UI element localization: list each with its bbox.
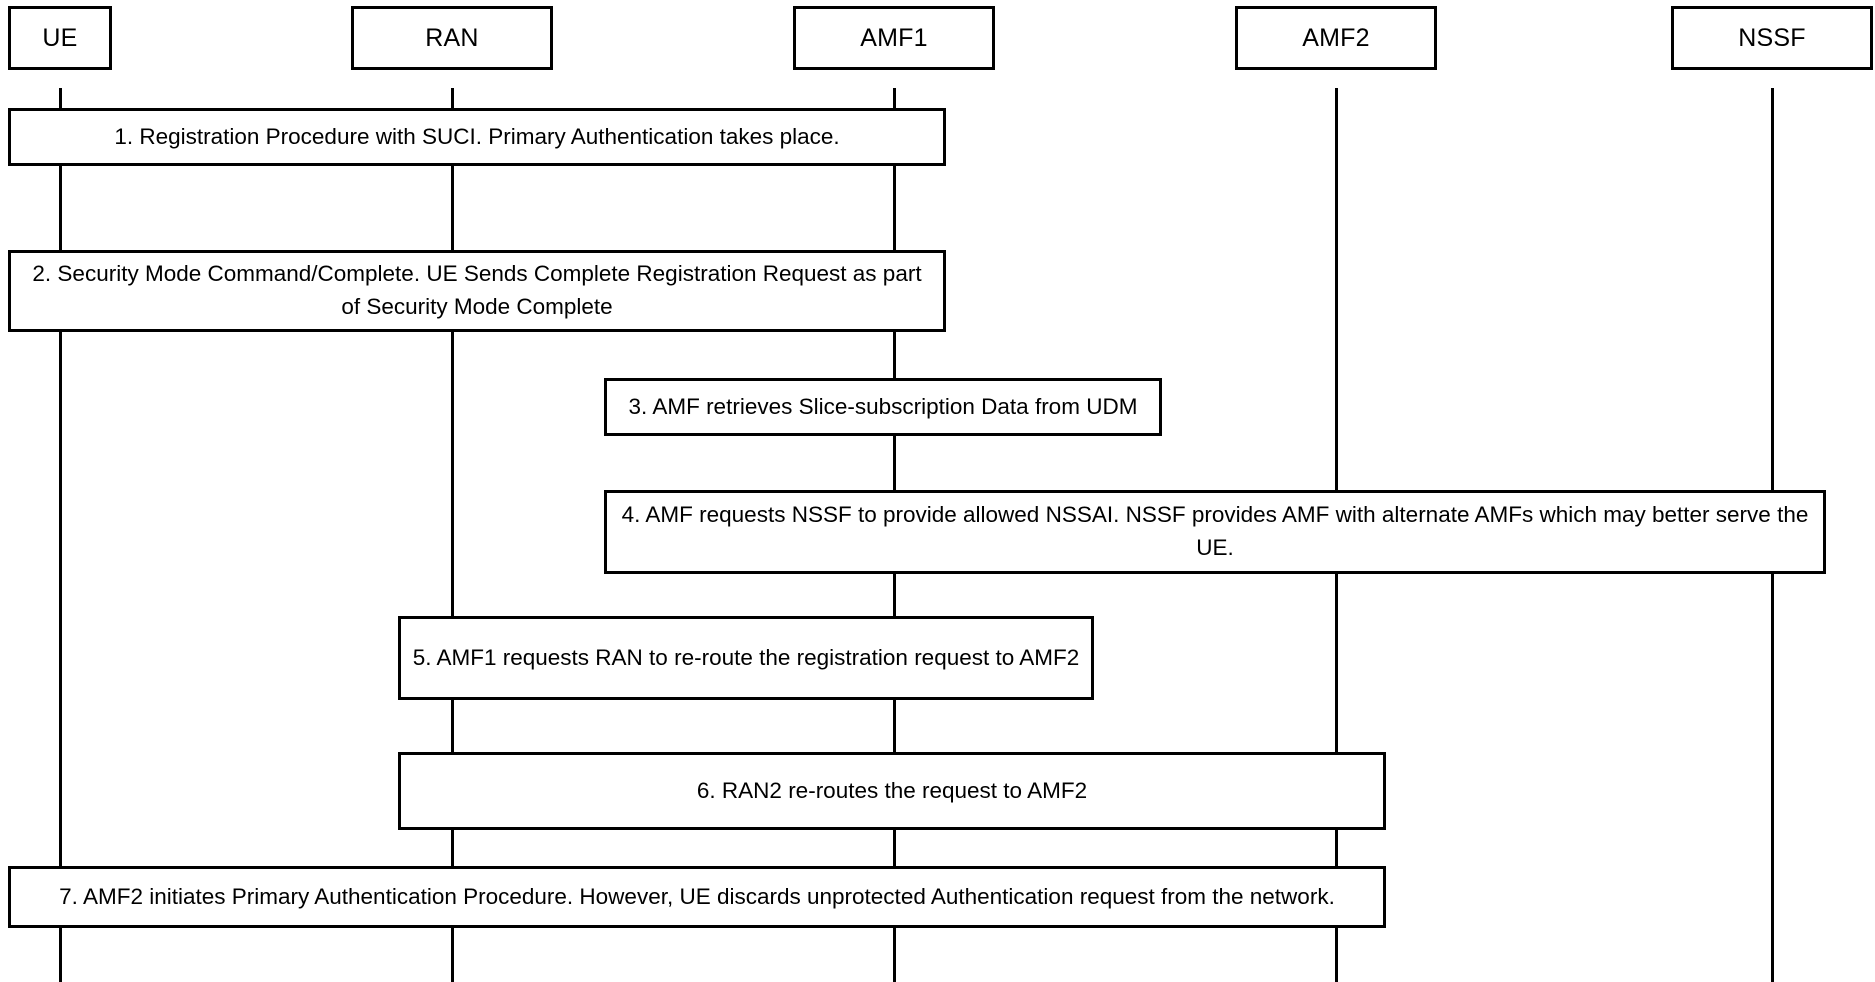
step-box-7[interactable]: 7. AMF2 initiates Primary Authentication… xyxy=(8,866,1386,928)
actor-label-ue: UE xyxy=(42,23,78,52)
step-text-5: 5. AMF1 requests RAN to re-route the reg… xyxy=(412,644,1080,670)
step-box-5[interactable]: 5. AMF1 requests RAN to re-route the reg… xyxy=(398,616,1094,700)
actor-label-amf2: AMF2 xyxy=(1302,23,1370,52)
step-box-3[interactable]: 3. AMF retrieves Slice-subscription Data… xyxy=(604,378,1162,436)
actor-label-nssf: NSSF xyxy=(1738,23,1806,52)
step-text-3: 3. AMF retrieves Slice-subscription Data… xyxy=(628,393,1138,419)
step-text-6: 6. RAN2 re-routes the request to AMF2 xyxy=(696,777,1088,803)
actor-box-amf2[interactable]: AMF2 xyxy=(1235,6,1437,70)
step-box-1[interactable]: 1. Registration Procedure with SUCI. Pri… xyxy=(8,108,946,166)
lifeline-ue xyxy=(59,88,62,982)
step-text-7: 7. AMF2 initiates Primary Authentication… xyxy=(59,883,1335,909)
actor-box-ran[interactable]: RAN xyxy=(351,6,553,70)
step-box-2[interactable]: 2. Security Mode Command/Complete. UE Se… xyxy=(8,250,946,332)
step-text-2: 2. Security Mode Command/Complete. UE Se… xyxy=(32,261,922,319)
step-box-6[interactable]: 6. RAN2 re-routes the request to AMF2 xyxy=(398,752,1386,830)
actor-box-amf1[interactable]: AMF1 xyxy=(793,6,995,70)
step-box-4[interactable]: 4. AMF requests NSSF to provide allowed … xyxy=(604,490,1826,574)
step-text-1: 1. Registration Procedure with SUCI. Pri… xyxy=(114,123,840,149)
actor-label-amf1: AMF1 xyxy=(860,23,928,52)
actor-box-ue[interactable]: UE xyxy=(8,6,112,70)
step-text-4: 4. AMF requests NSSF to provide allowed … xyxy=(621,502,1809,560)
actor-box-nssf[interactable]: NSSF xyxy=(1671,6,1873,70)
lifeline-ran xyxy=(451,88,454,982)
actor-label-ran: RAN xyxy=(425,23,479,52)
